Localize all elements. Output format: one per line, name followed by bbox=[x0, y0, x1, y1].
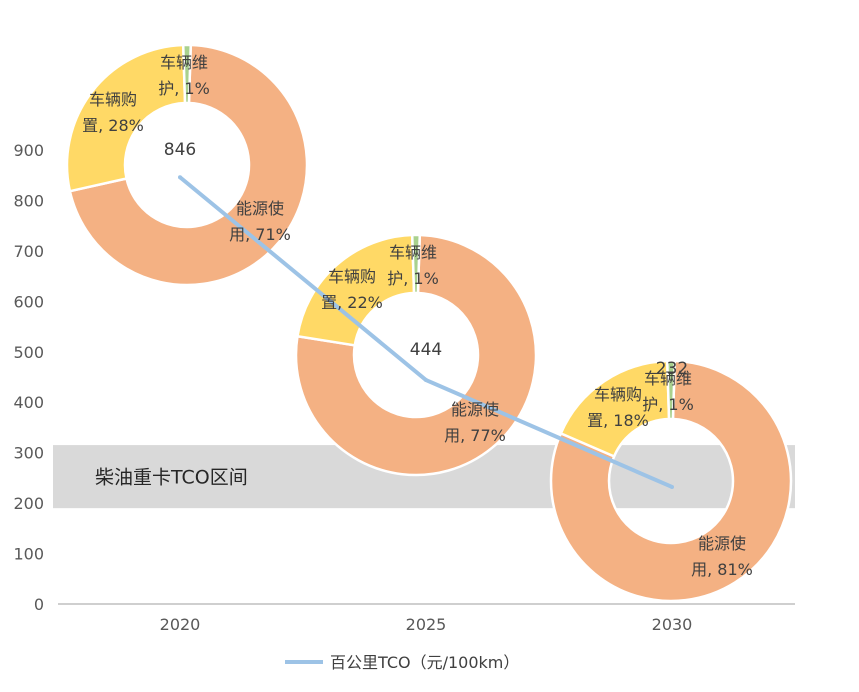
tco-value-label: 846 bbox=[164, 140, 196, 160]
y-tick-label: 200 bbox=[13, 494, 44, 513]
y-tick-label: 500 bbox=[13, 343, 44, 362]
tco-value-label: 444 bbox=[410, 340, 442, 360]
y-tick-label: 300 bbox=[13, 444, 44, 463]
tco-value-labels: 846 444 232 bbox=[164, 140, 688, 379]
donut-2030-slice-1 bbox=[549, 359, 793, 603]
y-axis-ticks: 0 100 200 300 400 500 600 700 800 900 bbox=[13, 141, 44, 614]
donut-slice-label: 车辆购 bbox=[89, 90, 137, 109]
y-tick-label: 400 bbox=[13, 393, 44, 412]
donut-2025-slice-2 bbox=[410, 233, 422, 295]
y-tick-label: 900 bbox=[13, 141, 44, 160]
y-tick-label: 800 bbox=[13, 191, 44, 210]
donut-slice-label: 用, 77% bbox=[444, 426, 506, 445]
y-tick-label: 100 bbox=[13, 545, 44, 564]
donut-slice-label: 车辆购 bbox=[594, 385, 642, 404]
x-tick-label: 2025 bbox=[406, 615, 447, 634]
tco-point bbox=[670, 484, 674, 489]
tco-value-label: 232 bbox=[656, 359, 688, 379]
donut-slice-label: 车辆维 bbox=[389, 243, 437, 262]
x-tick-label: 2020 bbox=[160, 615, 201, 634]
donut-slice-label: 护, 1% bbox=[387, 269, 439, 288]
donut-slice-label: 用, 81% bbox=[691, 560, 753, 579]
donut-2025-slice-0 bbox=[296, 233, 416, 347]
x-tick-label: 2030 bbox=[652, 615, 693, 634]
donut-slice-label: 用, 71% bbox=[229, 225, 291, 244]
donut-slice-label: 置, 18% bbox=[587, 411, 649, 430]
y-tick-label: 600 bbox=[13, 292, 44, 311]
donut-slice-label: 护, 1% bbox=[642, 395, 694, 414]
donut-slice-label: 置, 22% bbox=[321, 293, 383, 312]
x-axis-ticks: 2020 2025 2030 bbox=[160, 615, 693, 634]
legend-label-tco: 百公里TCO（元/100km） bbox=[330, 653, 519, 672]
donut-slice-label: 能源使 bbox=[698, 534, 746, 553]
donut-slice-label: 护, 1% bbox=[158, 79, 210, 98]
donut-2020-slice-0 bbox=[65, 43, 187, 193]
diesel-tco-band-label: 柴油重卡TCO区间 bbox=[95, 467, 248, 489]
donut-slice-label: 车辆购 bbox=[328, 267, 376, 286]
y-tick-label: 700 bbox=[13, 242, 44, 261]
donut-slice-label: 车辆维 bbox=[160, 53, 208, 72]
tco-point bbox=[178, 175, 182, 180]
y-tick-label: 0 bbox=[34, 595, 44, 614]
donut-2025-slice-1 bbox=[294, 233, 538, 477]
donut-slice-label: 能源使 bbox=[451, 400, 499, 419]
donut-2020-slice-2 bbox=[181, 43, 193, 105]
donut-2030-slice-2 bbox=[665, 359, 677, 421]
donut-slice-label: 置, 28% bbox=[82, 116, 144, 135]
tco-line-series bbox=[178, 175, 674, 489]
donut-slice-label: 能源使 bbox=[236, 199, 284, 218]
tco-point bbox=[424, 378, 428, 383]
donut-slice-label: 车辆维 bbox=[644, 369, 692, 388]
donut-2020-slice-1 bbox=[68, 43, 309, 287]
cost-breakdown-donuts bbox=[65, 43, 793, 603]
legend: 百公里TCO（元/100km） bbox=[285, 653, 519, 672]
